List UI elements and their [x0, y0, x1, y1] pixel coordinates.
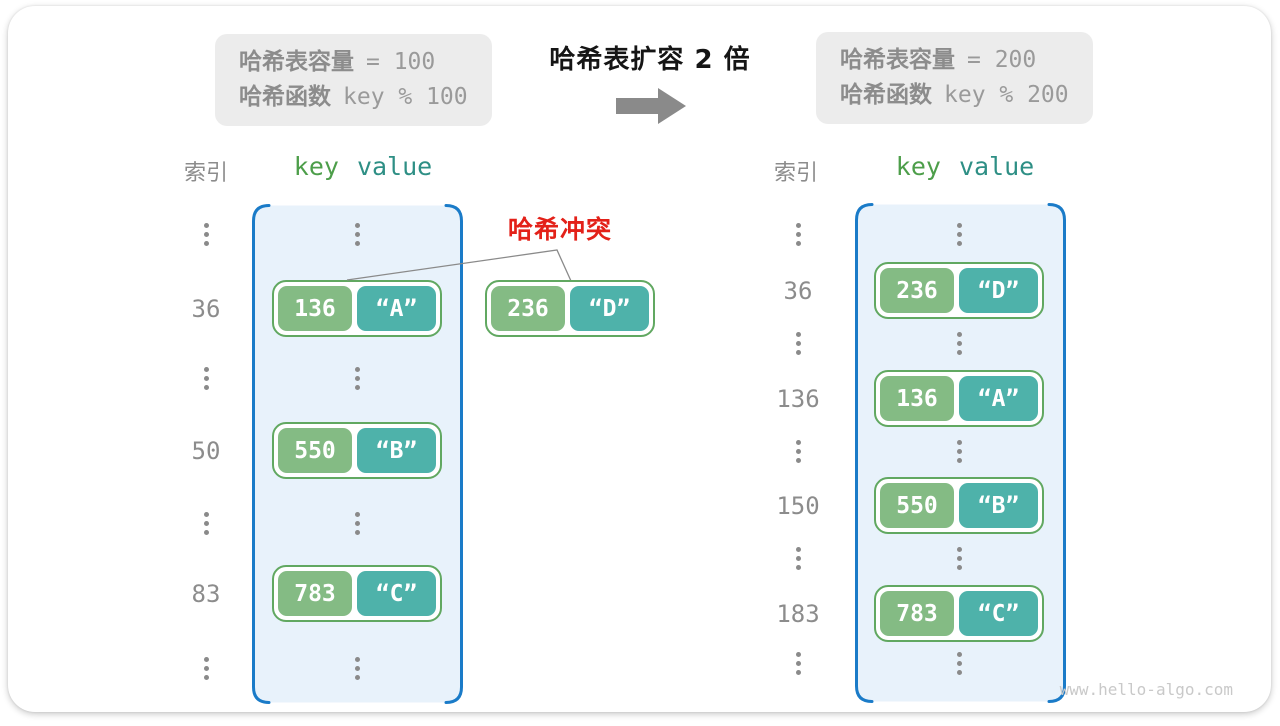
pair-box: 550“B”	[272, 422, 442, 479]
index-header-before: 索引	[183, 161, 228, 186]
key-cell: 550	[278, 428, 352, 473]
value-header: value	[958, 152, 1035, 181]
ellipsis-dots	[352, 367, 362, 390]
ellipsis-dots	[954, 547, 964, 570]
capacity-line: 哈希表容量 = 200	[840, 44, 1069, 77]
ellipsis-dots	[201, 512, 211, 535]
index-header-after: 索引	[773, 161, 818, 186]
value-header: value	[356, 152, 433, 181]
index-label: 83	[191, 580, 221, 608]
pair-box: 236“D”	[874, 262, 1044, 319]
ellipsis-dots	[352, 512, 362, 535]
key-cell: 783	[278, 571, 352, 616]
key-cell: 783	[880, 591, 954, 636]
ellipsis-dots	[201, 657, 211, 680]
value-cell: “B”	[357, 428, 436, 473]
value-cell: “D”	[959, 268, 1038, 313]
hash-function-value: key % 200	[944, 82, 1069, 108]
ellipsis-dots	[352, 223, 362, 246]
value-cell: “D”	[570, 286, 649, 331]
info-box-after: 哈希表容量 = 200 哈希函数 key % 200	[816, 32, 1093, 124]
key-cell: 236	[491, 286, 565, 331]
key-cell: 136	[880, 376, 954, 421]
info-box-before: 哈希表容量 = 100 哈希函数 key % 100	[215, 34, 492, 126]
hash-function-line: 哈希函数 key % 100	[239, 81, 468, 114]
hash-function-line: 哈希函数 key % 200	[840, 79, 1069, 112]
value-cell: “B”	[959, 483, 1038, 528]
capacity-label: 哈希表容量	[840, 47, 955, 73]
ellipsis-dots	[793, 547, 803, 570]
index-label: 136	[776, 385, 820, 413]
key-header: key	[293, 152, 339, 181]
expand-title: 哈希表扩容 2 倍	[549, 45, 751, 75]
ellipsis-dots	[201, 367, 211, 390]
key-cell: 550	[880, 483, 954, 528]
index-label: 36	[191, 295, 221, 323]
value-cell: “A”	[959, 376, 1038, 421]
key-cell: 136	[278, 286, 352, 331]
hash-function-label: 哈希函数	[239, 84, 331, 110]
right-arrow-icon	[616, 88, 686, 124]
ellipsis-dots	[954, 652, 964, 675]
diagram-card: 哈希表容量 = 100 哈希函数 key % 100 哈希表扩容 2 倍 哈希表…	[8, 6, 1271, 712]
capacity-line: 哈希表容量 = 100	[239, 46, 468, 79]
watermark: www.hello-algo.com	[1059, 680, 1233, 699]
ellipsis-dots	[793, 652, 803, 675]
value-cell: “C”	[959, 591, 1038, 636]
kv-header-before: key value	[268, 152, 458, 181]
hash-function-label: 哈希函数	[840, 82, 932, 108]
value-cell: “A”	[357, 286, 436, 331]
pair-box: 136“A”	[272, 280, 442, 337]
ellipsis-dots	[954, 223, 964, 246]
hash-function-value: key % 100	[343, 84, 468, 110]
kv-header-after: key value	[870, 152, 1060, 181]
value-cell: “C”	[357, 571, 436, 616]
pair-box: 550“B”	[874, 477, 1044, 534]
ellipsis-dots	[793, 332, 803, 355]
capacity-value: = 200	[967, 47, 1037, 73]
index-label: 183	[776, 600, 820, 628]
index-label: 50	[191, 437, 221, 465]
pair-box: 783“C”	[272, 565, 442, 622]
overflow-pair-box: 236 “D”	[485, 280, 655, 337]
ellipsis-dots	[954, 332, 964, 355]
collision-label: 哈希冲突	[507, 215, 612, 244]
capacity-value: = 100	[366, 49, 436, 75]
key-header: key	[895, 152, 941, 181]
pair-box: 136“A”	[874, 370, 1044, 427]
ellipsis-dots	[954, 440, 964, 463]
index-label: 36	[783, 277, 813, 305]
key-cell: 236	[880, 268, 954, 313]
capacity-label: 哈希表容量	[239, 49, 354, 75]
ellipsis-dots	[201, 223, 211, 246]
pair-box: 783“C”	[874, 585, 1044, 642]
ellipsis-dots	[352, 657, 362, 680]
index-label: 150	[776, 492, 820, 520]
ellipsis-dots	[793, 440, 803, 463]
ellipsis-dots	[793, 223, 803, 246]
